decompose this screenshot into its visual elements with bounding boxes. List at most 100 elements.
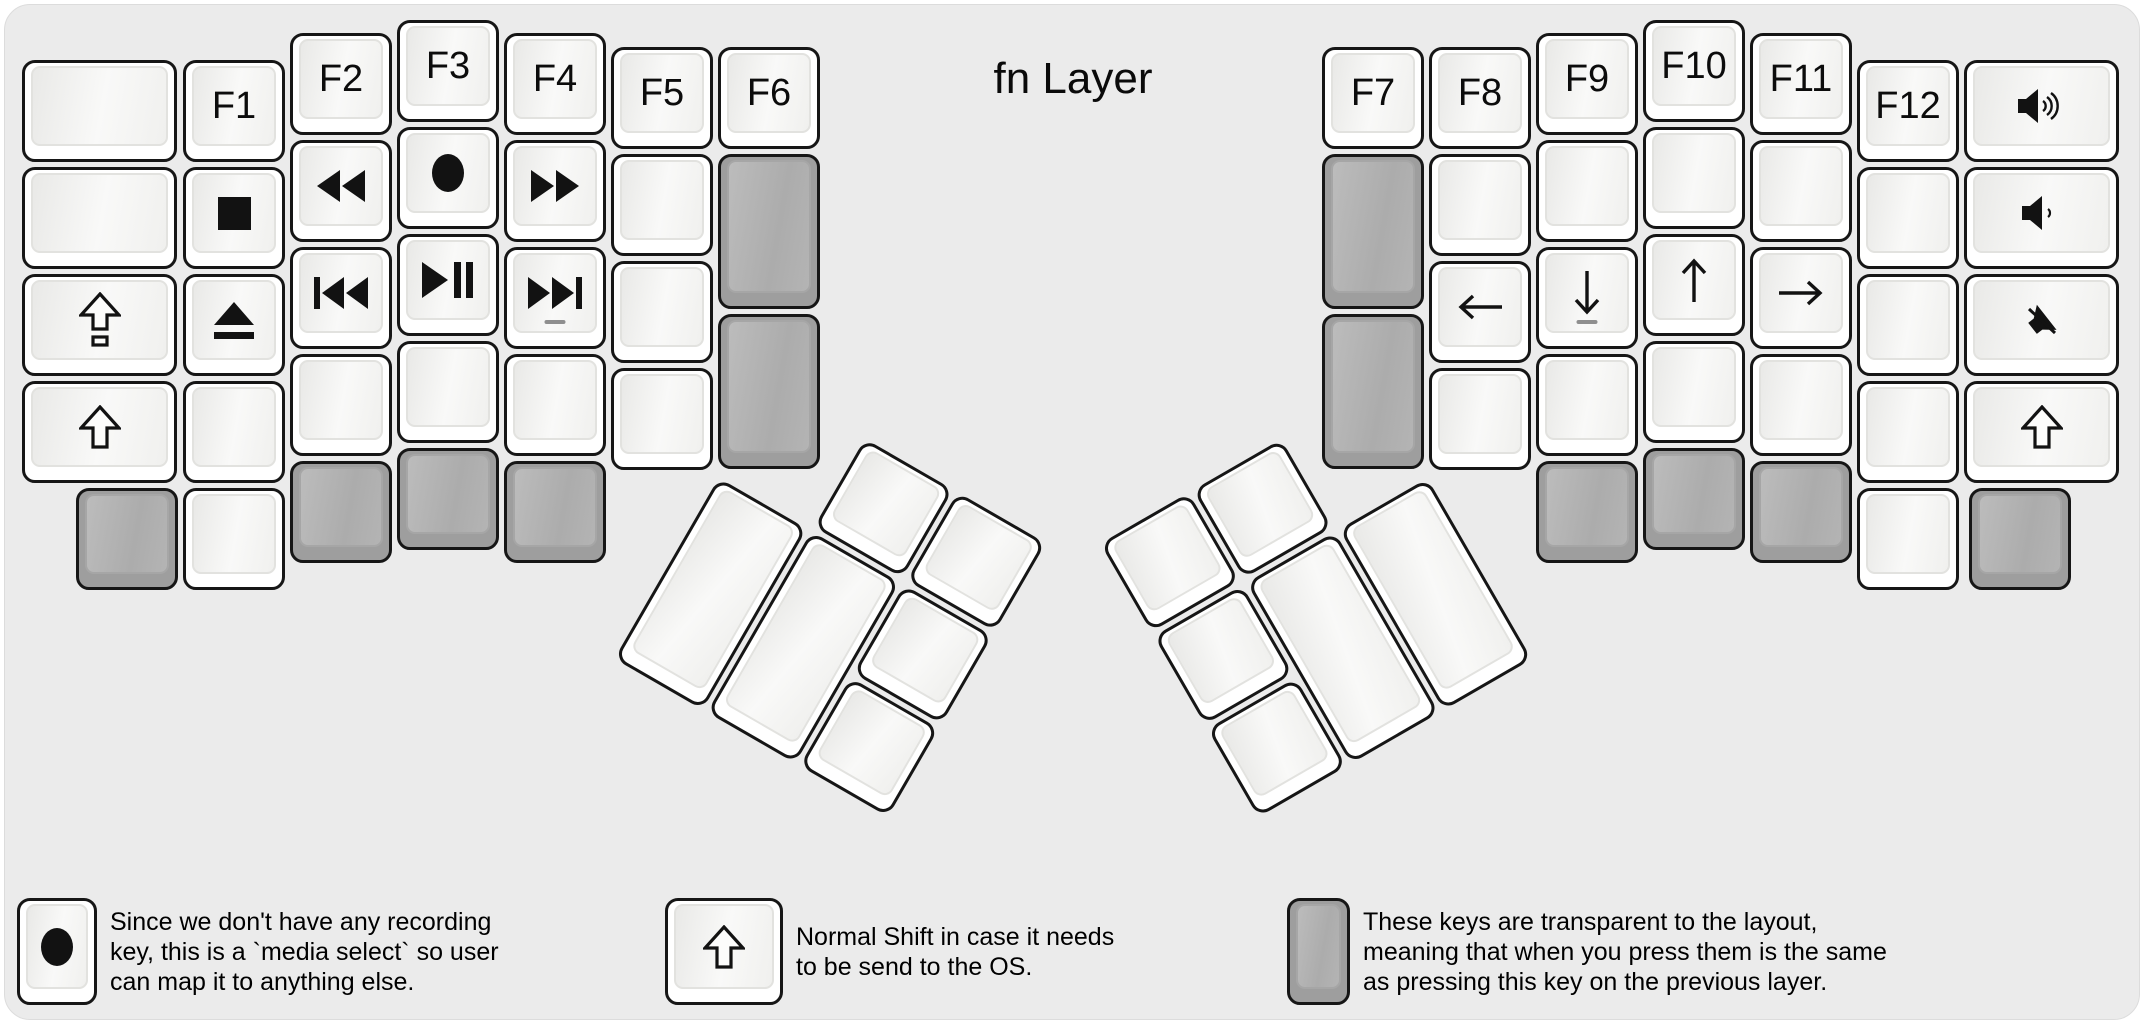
keycap	[1545, 253, 1629, 333]
legend-key-transparent[interactable]	[1287, 898, 1350, 1005]
keycap	[1438, 374, 1522, 454]
key-blank[interactable]	[397, 341, 499, 443]
key-f4-label: F4	[532, 57, 578, 100]
key-f9[interactable]: F9	[1536, 33, 1638, 135]
key-transparent[interactable]	[718, 154, 820, 309]
key-blank[interactable]	[1429, 154, 1531, 256]
key-blank[interactable]	[1857, 274, 1959, 376]
keycap	[1973, 280, 2110, 360]
play-pause-icon	[422, 262, 474, 298]
key-f12[interactable]: F12	[1857, 60, 1959, 162]
key-f8[interactable]: F8	[1429, 47, 1531, 149]
key-blank[interactable]	[1750, 354, 1852, 456]
key-f10-label: F10	[1661, 44, 1727, 87]
keycap	[1652, 240, 1736, 320]
keycap	[1545, 360, 1629, 440]
key-blank[interactable]	[22, 60, 177, 162]
key-blank[interactable]	[1643, 127, 1745, 229]
key-blank[interactable]	[1857, 167, 1959, 269]
key-blank[interactable]	[1643, 341, 1745, 443]
key-blank[interactable]	[22, 167, 177, 269]
key-transparent[interactable]	[397, 448, 499, 550]
key-blank[interactable]	[1536, 140, 1638, 242]
key-blank[interactable]	[183, 488, 285, 590]
keycap	[406, 454, 490, 534]
keycap	[406, 347, 490, 427]
arrow-right-icon	[1778, 278, 1824, 308]
key-arrow-up[interactable]	[1643, 234, 1745, 336]
key-volume-up[interactable]	[1964, 60, 2119, 162]
key-f1[interactable]: F1	[183, 60, 285, 162]
key-transparent[interactable]	[718, 314, 820, 469]
legend-text-transparent-keys: These keys are transparent to the layout…	[1363, 907, 1887, 996]
key-shift-right[interactable]	[1964, 381, 2119, 483]
key-f11[interactable]: F11	[1750, 33, 1852, 135]
key-prev-track[interactable]	[290, 247, 392, 349]
key-f5[interactable]: F5	[611, 47, 713, 149]
stop-icon	[217, 196, 251, 230]
key-transparent[interactable]	[1322, 154, 1424, 309]
key-mute[interactable]	[1964, 274, 2119, 376]
key-volume-down[interactable]	[1964, 167, 2119, 269]
key-blank[interactable]	[1429, 368, 1531, 470]
key-blank[interactable]	[290, 354, 392, 456]
key-blank[interactable]	[1857, 381, 1959, 483]
key-f6[interactable]: F6	[718, 47, 820, 149]
key-blank[interactable]	[504, 354, 606, 456]
keycap	[1866, 173, 1950, 253]
legend-item-transparent-keys: These keys are transparent to the layout…	[1287, 898, 1887, 1005]
key-caps-lock[interactable]	[22, 274, 177, 376]
key-blank[interactable]	[183, 381, 285, 483]
key-transparent[interactable]	[504, 461, 606, 563]
key-f2[interactable]: F2	[290, 33, 392, 135]
legend-item-normal-shift: Normal Shift in case it needs to be send…	[665, 898, 1114, 1005]
key-f7[interactable]: F7	[1322, 47, 1424, 149]
key-blank[interactable]	[1750, 140, 1852, 242]
key-arrow-down[interactable]	[1536, 247, 1638, 349]
key-shift-left[interactable]	[22, 381, 177, 483]
keycap	[192, 387, 276, 467]
keycap	[1438, 267, 1522, 347]
key-blank[interactable]	[1536, 354, 1638, 456]
key-eject[interactable]	[183, 274, 285, 376]
key-f3[interactable]: F3	[397, 20, 499, 122]
keycap: F11	[1759, 39, 1843, 119]
keycap	[1759, 253, 1843, 333]
key-transparent[interactable]	[1643, 448, 1745, 550]
key-blank[interactable]	[1857, 488, 1959, 590]
keycap: F12	[1866, 66, 1950, 146]
volume-down-icon	[2021, 195, 2062, 231]
key-arrow-left[interactable]	[1429, 261, 1531, 363]
key-blank[interactable]	[611, 368, 713, 470]
key-transparent[interactable]	[76, 488, 178, 590]
keycap	[1973, 387, 2110, 467]
key-fast-forward[interactable]	[504, 140, 606, 242]
homing-dash	[1576, 320, 1598, 324]
key-blank[interactable]	[611, 261, 713, 363]
key-transparent[interactable]	[1536, 461, 1638, 563]
key-transparent[interactable]	[1750, 461, 1852, 563]
key-play-pause[interactable]	[397, 234, 499, 336]
legend-key-shift[interactable]	[665, 898, 783, 1005]
key-f4[interactable]: F4	[504, 33, 606, 135]
key-transparent[interactable]	[290, 461, 392, 563]
keycap: F5	[620, 53, 704, 133]
keycap	[620, 374, 704, 454]
key-blank[interactable]	[611, 154, 713, 256]
legend-text-media-select: Since we don't have any recording key, t…	[110, 907, 499, 996]
keycap	[192, 173, 276, 253]
keycap	[1545, 467, 1629, 547]
key-arrow-right[interactable]	[1750, 247, 1852, 349]
key-media-select-record[interactable]	[397, 127, 499, 229]
key-transparent[interactable]	[1969, 488, 2071, 590]
shift-icon	[78, 405, 121, 449]
key-f10[interactable]: F10	[1643, 20, 1745, 122]
keycap	[192, 494, 276, 574]
key-next-track[interactable]	[504, 247, 606, 349]
legend-key-record[interactable]	[17, 898, 97, 1005]
key-rewind[interactable]	[290, 140, 392, 242]
keycap	[299, 146, 383, 226]
key-stop[interactable]	[183, 167, 285, 269]
key-transparent[interactable]	[1322, 314, 1424, 469]
shift-icon	[2020, 405, 2063, 449]
